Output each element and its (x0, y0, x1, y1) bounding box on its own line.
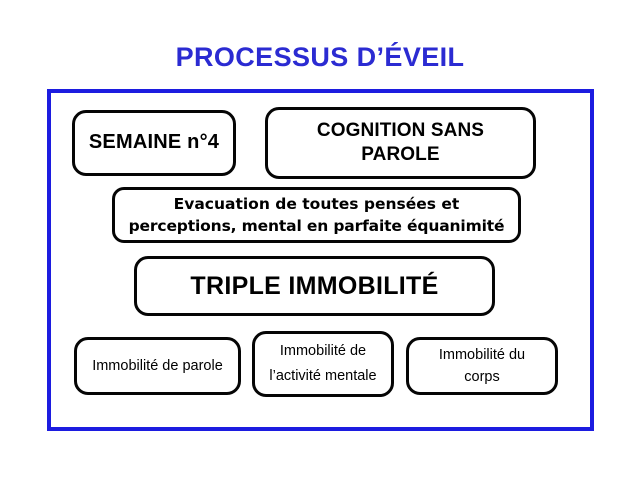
node-evacuation-line2: perceptions, mental en parfaite équanimi… (128, 217, 505, 235)
node-immobilite-de-parole-label: Immobilité de parole (92, 357, 223, 374)
node-immobilite-activite-mentale-line2: l’activité mentale (269, 368, 377, 384)
node-triple-immobilite-label: TRIPLE IMMOBILITÉ (190, 271, 439, 300)
node-cognition-line1: COGNITION SANS (316, 120, 485, 142)
node-cognition-line2: PAROLE (361, 144, 440, 165)
node-immobilite-activite-mentale-line1: Immobilité de (279, 342, 367, 359)
node-immobilite-de-parole: Immobilité de parole (74, 337, 241, 395)
node-immobilite-du-corps-line2: corps (464, 369, 500, 385)
node-immobilite-du-corps: Immobilité du corps (406, 337, 558, 395)
node-evacuation-line1: Evacuation de toutes pensées et (173, 195, 460, 213)
node-cognition-sans-parole: COGNITION SANS PAROLE (265, 107, 536, 179)
node-triple-immobilite: TRIPLE IMMOBILITÉ (134, 256, 495, 316)
page-title: PROCESSUS D’ÉVEIL (175, 42, 465, 72)
node-immobilite-activite-mentale: Immobilité de l’activité mentale (252, 331, 394, 397)
node-semaine: SEMAINE n°4 (72, 110, 236, 176)
node-immobilite-du-corps-line1: Immobilité du (438, 346, 526, 363)
node-evacuation: Evacuation de toutes pensées et percepti… (112, 187, 521, 243)
node-semaine-label: SEMAINE n°4 (88, 131, 220, 154)
